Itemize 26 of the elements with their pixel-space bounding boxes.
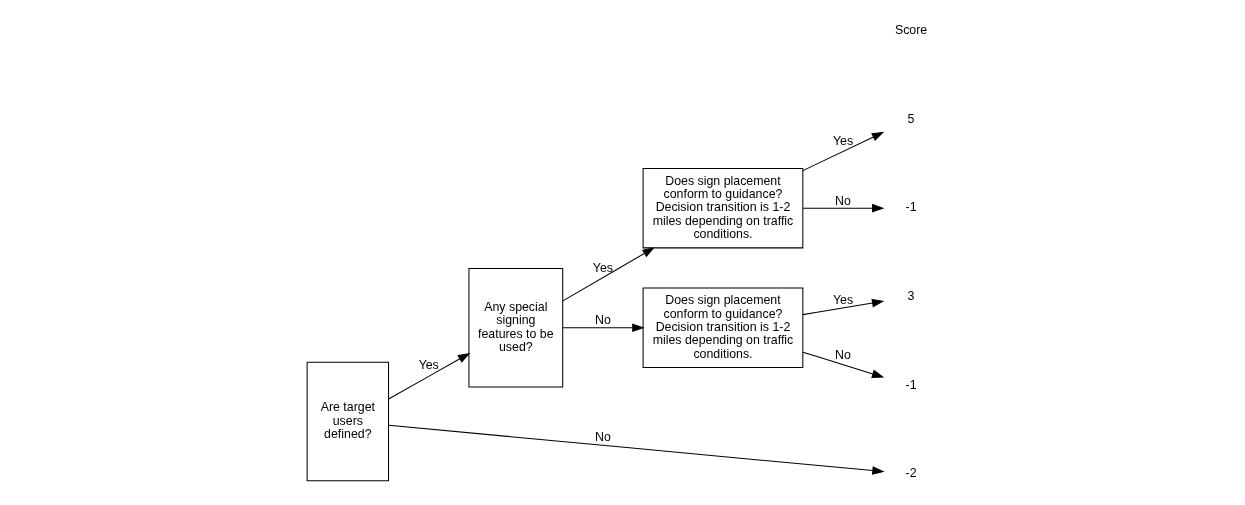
label: Score — [894, 23, 927, 38]
node-box: Does sign placement conform to guidance? Decision transition is 1-2 miles depending on traffic conditions. — [642, 287, 803, 368]
edge-label: Yes — [592, 260, 613, 275]
node-box: Are target users defined? — [306, 361, 389, 482]
arrow — [561, 247, 655, 302]
node-text: -1 — [905, 200, 917, 215]
arrow — [801, 203, 884, 213]
arrow — [801, 131, 884, 172]
edge-label: No — [834, 193, 851, 208]
arrow — [387, 424, 885, 475]
edge-label: Yes — [418, 357, 439, 372]
node-text: 5 — [907, 111, 914, 126]
node-text: 3 — [907, 289, 914, 304]
node-text: -1 — [905, 377, 917, 392]
edge-label: No — [594, 429, 611, 444]
arrow — [561, 323, 645, 333]
node-text: -2 — [905, 466, 917, 481]
arrow — [801, 351, 884, 378]
edge-label: No — [834, 348, 851, 363]
node-box: Any special signing features to be used? — [467, 267, 563, 388]
edge-label: No — [594, 313, 611, 328]
node-box: Does sign placement conform to guidance? Decision transition is 1-2 miles depending on traffic conditions. — [642, 168, 803, 249]
arrow — [387, 352, 470, 400]
edge-label: Yes — [832, 133, 853, 148]
edge-label: Yes — [832, 292, 853, 307]
arrow — [801, 298, 884, 316]
